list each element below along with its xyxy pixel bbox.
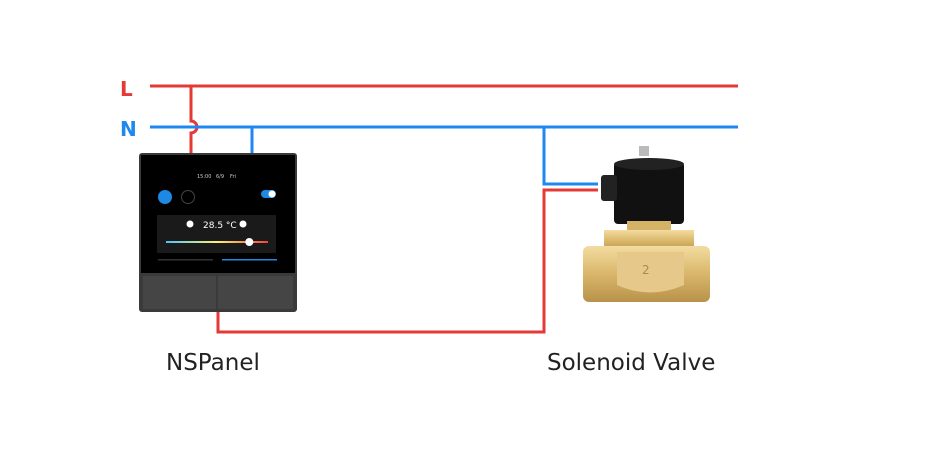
solenoid-valve-label: Solenoid Valve [547, 350, 715, 376]
nspanel-device: 15:00 6/9 Fri 28.5 °C [139, 153, 297, 312]
panel-button-right [218, 276, 293, 309]
minus-icon [186, 220, 194, 228]
live-label: L [120, 77, 133, 101]
temperature-slider-knob [245, 238, 254, 246]
mode-icon [181, 190, 195, 204]
panel-date: 6/9 [216, 174, 224, 180]
neutral-wire [150, 125, 738, 186]
panel-time: 15:00 [197, 174, 211, 180]
valve-marking: 2 [642, 263, 650, 277]
panel-button-left [143, 276, 216, 309]
nspanel-label: NSPanel [166, 350, 260, 376]
hand-icon [158, 190, 172, 204]
panel-temperature: 28.5 °C [203, 221, 237, 231]
plus-icon [239, 220, 247, 228]
panel-day: Fri [230, 174, 236, 180]
neutral-label: N [120, 117, 137, 141]
solenoid-valve: 2 [583, 146, 710, 302]
